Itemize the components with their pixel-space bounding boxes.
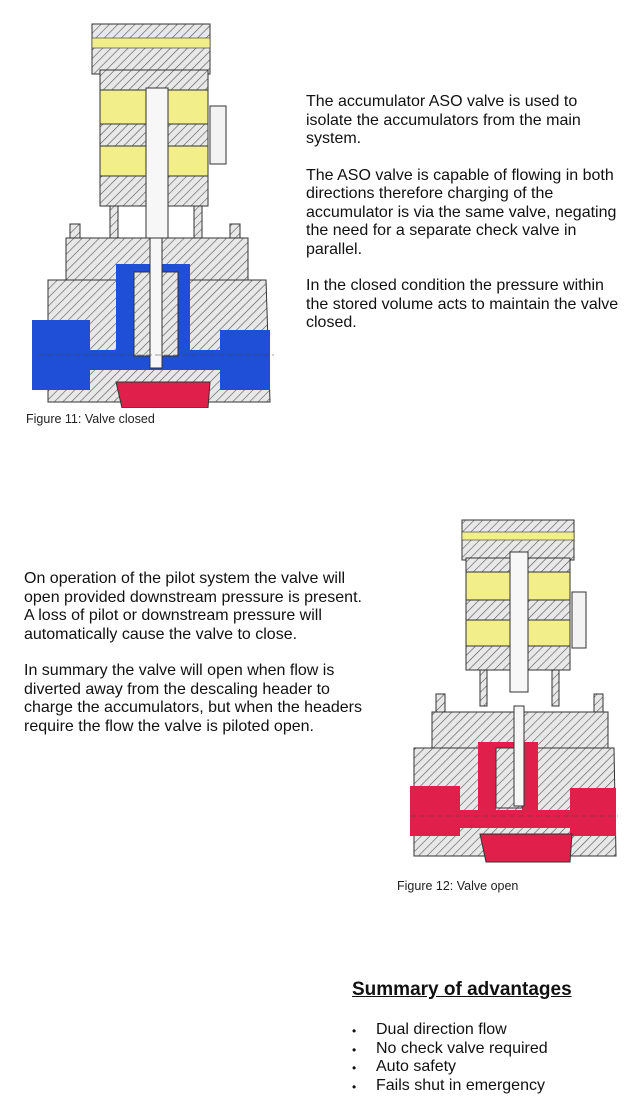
paragraph-summary: In summary the valve will open when flow…: [24, 662, 362, 735]
operation-text: On operation of the pilot system the val…: [24, 570, 364, 736]
list-item: Dual direction flow: [352, 1021, 612, 1040]
figure-12: [410, 516, 620, 866]
intro-text: The accumulator ASO valve is used to iso…: [306, 93, 622, 333]
paragraph-pilot-operation: On operation of the pilot system the val…: [24, 570, 362, 643]
paragraph-bidirectional: The ASO valve is capable of flowing in b…: [306, 166, 617, 258]
figure-11: [30, 10, 280, 409]
list-item: Auto safety: [352, 1058, 612, 1077]
advantages-list: Dual direction flow No check valve requi…: [352, 1021, 612, 1095]
list-item: Fails shut in emergency: [352, 1077, 612, 1096]
valve-open-drawing: [410, 519, 618, 863]
figure-11-caption: Figure 11: Valve closed: [26, 412, 155, 426]
paragraph-closed-condition: In the closed condition the pressure wit…: [306, 277, 619, 331]
summary-heading: Summary of advantages: [352, 979, 572, 1000]
list-item: No check valve required: [352, 1040, 612, 1059]
figure-12-caption: Figure 12: Valve open: [397, 879, 519, 893]
valve-closed-drawing: [32, 23, 274, 409]
paragraph-isolation: The accumulator ASO valve is used to iso…: [306, 93, 581, 147]
